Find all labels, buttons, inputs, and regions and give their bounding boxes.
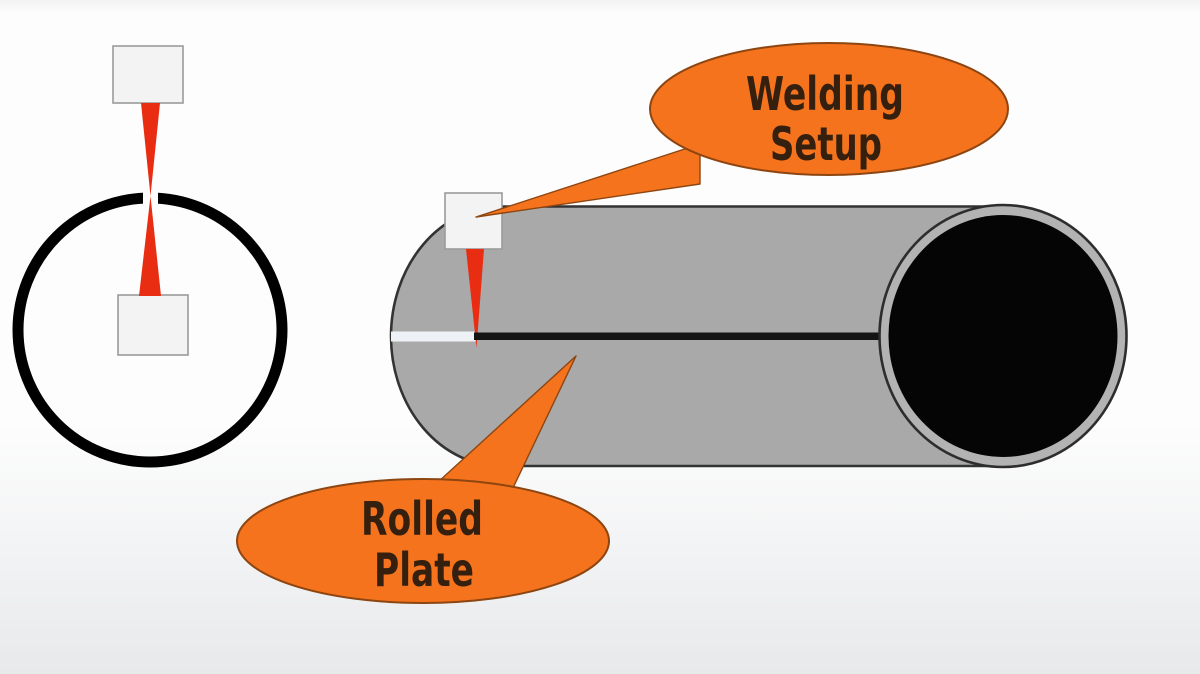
rolled-plate-label-line2: Plate <box>374 543 474 597</box>
rolled-plate-callout: Rolled Plate <box>236 355 610 604</box>
cross-section-diagram <box>12 45 288 468</box>
welding-setup-label-line2: Setup <box>770 117 882 171</box>
welder-block-pipe <box>444 192 503 250</box>
welding-setup-callout: Welding Setup <box>475 42 1009 218</box>
laser-beam-lower <box>139 196 161 296</box>
welding-setup-bubble <box>649 42 1009 176</box>
welder-block-inside <box>117 294 189 356</box>
welding-setup-label-line1: Welding <box>746 67 904 121</box>
open-seam-gap <box>391 331 476 342</box>
weld-seam-line <box>474 332 880 340</box>
welding-setup-tail <box>475 143 701 218</box>
laser-beam-upper <box>141 103 160 196</box>
welder-block-outside <box>112 45 184 104</box>
rolled-plate-bubble <box>236 478 610 604</box>
pipe-bore <box>888 215 1118 457</box>
laser-beam-pipe <box>466 249 484 348</box>
rolled-plate-label-line1: Rolled <box>361 492 483 546</box>
